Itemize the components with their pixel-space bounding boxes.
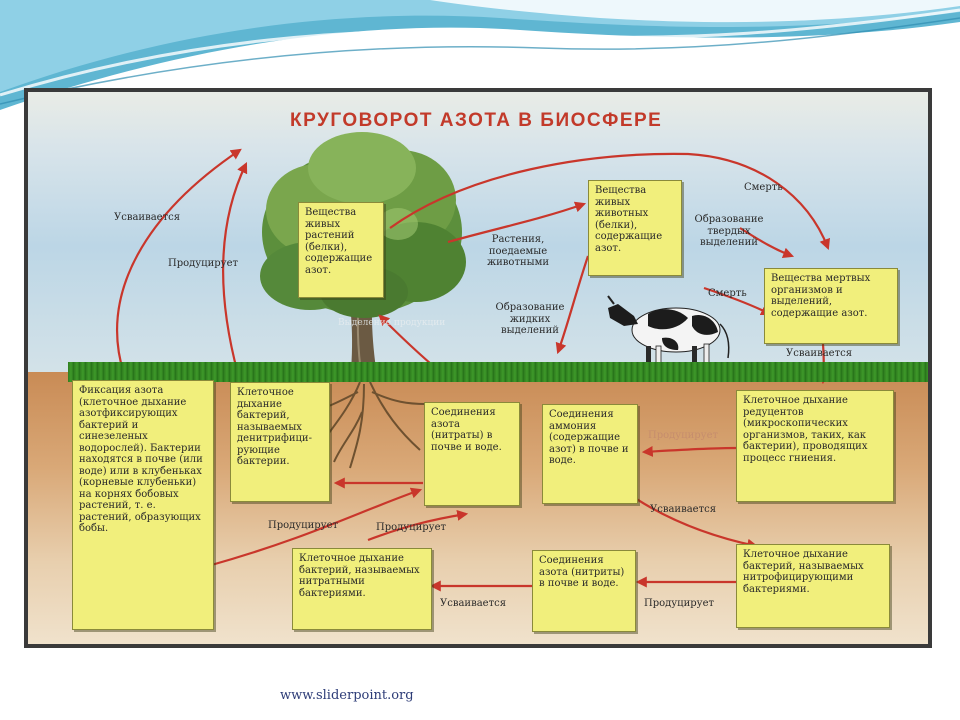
label-produces-mid: Продуцирует — [376, 522, 447, 533]
diagram-title: КРУГОВОРОТ АЗОТА В БИОСФЕРЕ — [290, 110, 663, 131]
label-absorbed-mid: Усваивается — [650, 504, 717, 515]
box-nitrites: Соединения азота (нитриты) в почве и вод… — [532, 550, 636, 632]
diagram-panel: КРУГОВОРОТ АЗОТА В БИОСФЕРЕ Вещества жив… — [28, 92, 928, 644]
label-solid-excretions: Образование твердых выделений — [694, 214, 764, 248]
label-death-2: Смерть — [708, 288, 747, 299]
diagram-illustration — [116, 132, 830, 592]
label-absorbed-top: Усваивается — [114, 212, 181, 223]
box-nitrate-bacteria: Клеточное дыхание бактерий, называемых н… — [292, 548, 432, 630]
box-nitrifying-bacteria: Клеточное дыхание бактерий, называемых н… — [736, 544, 890, 628]
cow-illustration — [607, 295, 730, 377]
box-reducers: Клеточное дыхание редуцентов (микроскопи… — [736, 390, 894, 502]
box-ammonium: Соединения аммония (содержащие азот) в п… — [542, 404, 638, 504]
header-waves — [0, 0, 960, 110]
box-denitrification: Клеточное дыхание бактерий, называемых д… — [230, 382, 330, 502]
box-living-plants: Вещества живых растений (белки), содержа… — [298, 202, 384, 298]
box-living-animals: Вещества живых животных (белки), содержа… — [588, 180, 682, 276]
label-plants-eaten: Растения, поедаемые животными — [486, 234, 550, 268]
box-dead-organisms: Вещества мертвых организмов и выделений,… — [764, 268, 898, 344]
label-absorbed-right: Усваивается — [786, 348, 853, 359]
grass-strip — [68, 362, 928, 382]
box-nitrogen-fixation: Фиксация азота (клеточное дыхание азотфи… — [72, 380, 214, 630]
label-liquid-excretions: Образование жидких выделений — [495, 302, 565, 336]
label-produces-bottom: Продуцирует — [644, 598, 715, 609]
label-produces-left: Продуцирует — [268, 520, 339, 531]
label-death-1: Смерть — [744, 182, 783, 193]
label-produces-top: Продуцирует — [168, 258, 239, 269]
footer-url: www.sliderpoint.org — [280, 688, 414, 703]
label-produces-faded: Продуцирует — [648, 430, 719, 441]
box-nitrates: Соединения азота (нитраты) в почве и вод… — [424, 402, 520, 506]
label-absorbed-bottom: Усваивается — [440, 598, 507, 609]
label-tree-output: Выделение продукции — [338, 318, 446, 328]
